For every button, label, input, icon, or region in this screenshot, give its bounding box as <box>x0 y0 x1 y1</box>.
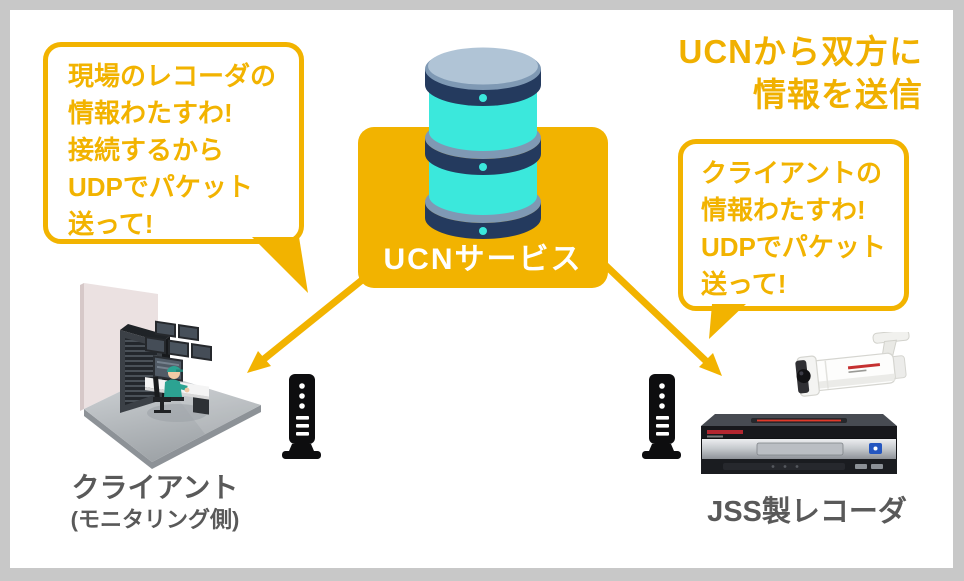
bubble-line: 現場のレコーダの <box>68 61 277 91</box>
network-tower-icon-left <box>282 374 321 459</box>
database-icon <box>425 47 541 239</box>
bubble-line: 情報わたすわ! <box>701 195 866 225</box>
diagram-title: UCNから双方に 情報を送信 <box>679 30 924 116</box>
diagram-panel: UCNから双方に 情報を送信 UCNサービス <box>10 10 953 568</box>
speech-bubble-recorder-info: 現場のレコーダの 情報わたすわ! 接続するから UDPでパケット 送って! <box>43 42 304 244</box>
bubble-line: 接続するから <box>68 135 225 165</box>
bubble-line: UDPでパケット <box>68 172 253 202</box>
bubble-line: クライアントの <box>701 158 882 188</box>
bubble-line: 情報わたすわ! <box>68 98 233 128</box>
ucn-service-label: UCNサービス <box>383 243 583 276</box>
client-label-sub: (モニタリング側) <box>70 507 240 532</box>
security-camera-image <box>795 332 910 397</box>
monitoring-room-illustration <box>80 283 261 469</box>
bubble-line: 送って! <box>701 269 787 299</box>
diagram-title-line2: 情報を送信 <box>753 76 923 113</box>
client-label-main: クライアント <box>71 472 239 503</box>
client-node-label: クライアント (モニタリング側) <box>38 472 272 534</box>
recorder-node-label: JSS製レコーダ <box>707 496 907 528</box>
diagram-title-line1: UCNから双方に <box>678 33 923 70</box>
bubble-line: UDPでパケット <box>701 232 886 262</box>
speech-bubble-client-info: クライアントの 情報わたすわ! UDPでパケット 送って! <box>678 139 909 311</box>
bubble-line: 送って! <box>68 209 154 239</box>
network-tower-icon-right <box>642 374 681 459</box>
recorder-device-image <box>701 414 897 474</box>
arrow-to-client <box>247 269 375 373</box>
